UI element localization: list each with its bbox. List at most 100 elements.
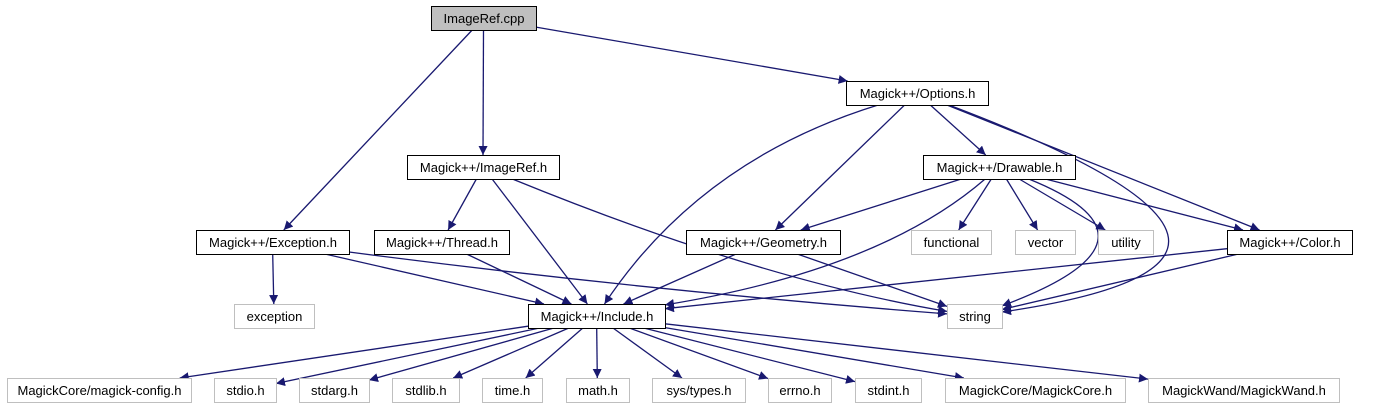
node-box [1098,230,1154,255]
node-box [196,230,350,255]
edge-include-h-to-errno-h [629,327,769,380]
node-stdint-h: stdint.h [855,378,922,403]
node-box [686,230,841,255]
node-imageref-cpp[interactable]: ImageRef.cpp [431,6,537,31]
node-label: stdint.h [868,383,910,398]
edge-drawable-h-to-vector [1005,178,1039,231]
node-include-h[interactable]: Magick++/Include.h [528,304,666,329]
node-exception: exception [234,304,315,329]
node-label: stdio.h [226,383,264,398]
node-box [407,155,560,180]
edge-geometry-h-to-string [797,253,948,308]
node-box [566,378,630,403]
node-label: errno.h [779,383,820,398]
edge-include-h-to-stdint-h [643,327,856,384]
node-time-h: time.h [482,378,543,403]
edge-imageref-h-to-include-h [491,178,588,305]
node-box [214,378,277,403]
node-box [392,378,460,403]
edge-include-h-to-time-h [525,327,584,379]
node-box [652,378,746,403]
node-label: stdlib.h [405,383,446,398]
edge-imageref-cpp-to-options-h [535,26,848,84]
node-box [768,378,832,403]
node-label: utility [1111,235,1141,250]
node-sys-types-h: sys/types.h [652,378,746,403]
node-box [1227,230,1353,255]
node-box [911,230,992,255]
node-magick-config-h: MagickCore/magick-config.h [7,378,192,403]
node-label: exception [247,309,303,324]
node-label: Magick++/ImageRef.h [420,160,547,175]
node-label: Magick++/Include.h [541,309,654,324]
node-drawable-h[interactable]: Magick++/Drawable.h [923,155,1076,180]
edge-exception-h-to-string [348,251,948,318]
node-options-h[interactable]: Magick++/Options.h [846,81,989,106]
edge-include-h-to-magick-config-h [179,325,529,382]
edge-include-h-to-sys-types-h [612,327,683,379]
edge-color-h-to-include-h [664,248,1228,313]
node-magickcore-h: MagickCore/MagickCore.h [945,378,1126,403]
edge-drawable-h-to-include-h [664,178,986,308]
node-box [299,378,370,403]
node-string: string [947,304,1003,329]
edge-include-h-to-math-h [592,327,602,379]
edges-layer [179,26,1260,387]
node-label: functional [924,235,980,250]
node-label: MagickWand/MagickWand.h [1162,383,1326,398]
node-thread-h[interactable]: Magick++/Thread.h [374,230,510,255]
node-math-h: math.h [566,378,630,403]
node-box [1015,230,1076,255]
node-box [7,378,192,403]
node-label: Magick++/Geometry.h [700,235,827,250]
edge-include-h-to-stdlib-h [452,327,570,379]
edge-drawable-h-to-color-h [1045,178,1244,233]
edge-include-h-to-magickcore-h [664,326,965,381]
node-color-h[interactable]: Magick++/Color.h [1227,230,1353,255]
edge-include-h-to-stdarg-h [368,327,555,382]
edge-imageref-h-to-thread-h [447,178,477,231]
node-stdlib-h: stdlib.h [392,378,460,403]
node-box [1148,378,1340,403]
node-label: string [959,309,991,324]
node-label: Magick++/Options.h [860,86,976,101]
node-stdarg-h: stdarg.h [299,378,370,403]
edge-drawable-h-to-functional [958,178,992,231]
edge-imageref-cpp-to-exception-h [283,29,473,231]
edge-thread-h-to-include-h [466,253,572,305]
node-label: Magick++/Drawable.h [937,160,1063,175]
edge-options-h-to-color-h [946,104,1260,231]
node-box [431,6,537,31]
edge-include-h-to-magickwand-h [664,323,1149,383]
edge-drawable-h-to-string [1001,178,1099,307]
node-utility: utility [1098,230,1154,255]
nodes-layer: ImageRef.cppMagick++/Options.hMagick++/I… [7,6,1353,403]
node-imageref-h[interactable]: Magick++/ImageRef.h [407,155,560,180]
node-label: ImageRef.cpp [444,11,525,26]
node-stdio-h: stdio.h [214,378,277,403]
edge-include-h-to-stdio-h [275,327,540,387]
node-box [482,378,543,403]
node-box [855,378,922,403]
node-magickwand-h: MagickWand/MagickWand.h [1148,378,1340,403]
node-label: Magick++/Color.h [1239,235,1340,250]
node-functional: functional [911,230,992,255]
edge-drawable-h-to-utility [1018,178,1106,231]
node-box [947,304,1003,329]
edge-exception-h-to-include-h [324,253,545,307]
node-box [923,155,1076,180]
node-exception-h[interactable]: Magick++/Exception.h [196,230,350,255]
edge-options-h-to-string [948,104,1170,316]
node-box [374,230,510,255]
edge-geometry-h-to-include-h [623,253,737,305]
edge-drawable-h-to-geometry-h [800,178,962,232]
edge-imageref-cpp-to-imageref-h [478,29,488,156]
node-label: time.h [495,383,530,398]
node-label: Magick++/Exception.h [209,235,337,250]
node-errno-h: errno.h [768,378,832,403]
node-geometry-h[interactable]: Magick++/Geometry.h [686,230,841,255]
edge-imageref-h-to-string [512,178,948,315]
edge-options-h-to-include-h [603,104,879,305]
node-label: sys/types.h [666,383,731,398]
